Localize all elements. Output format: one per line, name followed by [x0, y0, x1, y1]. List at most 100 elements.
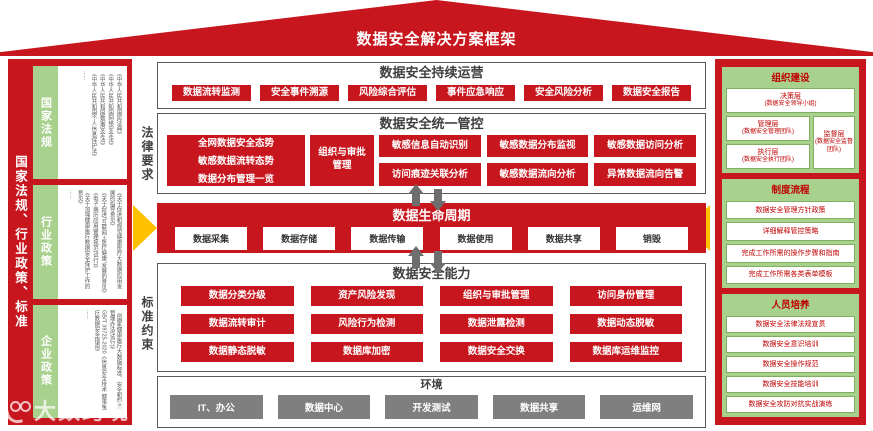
org-layer-sub: (数据安全监督团队): [815, 139, 853, 153]
overview-line: 敏感数据流转态势: [197, 156, 274, 168]
process-item: 完成工作所需各类表单模板: [726, 265, 855, 285]
law-group-label-wrap: 企业政策: [33, 304, 58, 418]
tile-risk-behavior-detection: 风险行为检测: [310, 313, 423, 334]
process-item: 数据安全管理方针政策: [726, 200, 855, 220]
law-group-label-wrap: 国家法规: [33, 66, 58, 180]
stage-data-destruction: 销毁: [615, 227, 688, 250]
law-item: ......: [85, 309, 91, 319]
org-layer-sub: (数据安全管理团队): [742, 129, 794, 136]
law-item: 《关于加强健康医疗数据安全保护工作的意见》: [76, 190, 90, 290]
tile-access-identity-management: 访问身份管理: [569, 285, 682, 306]
arrow-up-icon: [408, 246, 424, 268]
stage-data-collection: 数据采集: [175, 227, 247, 250]
tile-database-ops-monitoring: 数据库运维监控: [569, 341, 682, 362]
right-sidebar: 组织建设 决策层 (数据安全领导小组) 管理层 (数据安全管理团队) 监督层 (…: [715, 59, 866, 425]
capability-grid: 数据分类分级 资产风险发现 组织与审批管理 访问身份管理 数据流转审计 风险行为…: [158, 282, 705, 371]
section-title: 数据安全持续运营: [379, 65, 484, 80]
tile-asset-risk-discovery: 资产风险发现: [310, 285, 423, 306]
tile-dynamic-masking: 数据动态脱敏: [569, 313, 682, 334]
law-group-industry: 行业政策 《关于促进和规范健康医疗大数据应用发展的指导意见》 《关于促进“互联网…: [33, 185, 127, 299]
tile-database-encryption: 数据库加密: [310, 341, 423, 362]
section-security-capability: 数据安全能力 数据分类分级 资产风险发现 组织与审批管理 访问身份管理 数据流转…: [157, 263, 706, 372]
tile-access-trace-analysis: 访问痕迹关联分析: [379, 163, 481, 186]
section-title: 制度流程: [771, 184, 810, 196]
law-group-enterprise-label: 企业政策: [39, 335, 52, 388]
tile-sensitive-data-distribution: 敏感数据分布监视: [486, 134, 589, 158]
label-legal-requirements: 法律要求: [140, 126, 154, 182]
section-data-lifecycle: 数据生命周期 数据采集 数据存储 数据传输 数据使用 数据共享 销毁: [157, 203, 706, 253]
law-list-industry: 《关于促进和规范健康医疗大数据应用发展的指导意见》 《关于促进“互联网+医疗健康…: [58, 185, 127, 298]
left-sidebar: 国家法规、行业政策、标准 国家法规 《中华人民共和国民法典》 《中华人民共和国网…: [8, 59, 132, 425]
org-execution-layer: 执行层 (数据安全执行团队): [726, 143, 810, 169]
section-title: 人员培养: [771, 300, 810, 312]
tile-secure-data-exchange: 数据安全交换: [440, 341, 553, 362]
tile-abnormal-flow-alert: 异常数据流向告警: [594, 163, 696, 186]
section-title: 数据安全能力: [392, 266, 471, 281]
stage-data-sharing: 数据共享: [527, 227, 600, 250]
tile-static-masking: 数据静态脱敏: [181, 341, 294, 362]
law-item: 《中华人民共和国个人信息保护法》: [90, 71, 97, 159]
org-layer-name: 执行层: [757, 148, 779, 156]
training-item: 数据安全法律法规宣贯: [726, 316, 855, 334]
flow-arrow-right-icon: [133, 205, 157, 251]
tile-risk-assessment: 风险综合评估: [348, 84, 427, 101]
env-ops-network: 运维网: [600, 395, 693, 419]
training-item: 数据安全意识培训: [726, 336, 855, 354]
section-title: 环境: [420, 379, 443, 391]
operations-button-row: 数据流转监测 安全事件溯源 风险综合评估 事件应急响应 安全风险分析 数据安全报…: [158, 81, 705, 108]
training-item: 数据安全操作规范: [726, 356, 855, 374]
law-item: ......: [68, 190, 75, 200]
overview-line: 全网数据安全态势: [197, 138, 274, 150]
env-dev-test: 开发测试: [385, 395, 478, 419]
tile-incident-tracing: 安全事件溯源: [260, 84, 339, 101]
law-item: 《国家健康医疗大数据标准、安全和服务管理办法(试行)》: [108, 309, 122, 409]
arrow-down-icon: [430, 251, 446, 273]
tile-org-approval-management: 组织与审批管理: [310, 134, 374, 186]
law-group-national-label: 国家法规: [39, 96, 52, 149]
law-item: GB/T 39725-2020《信息安全技术 健康医疗数据安全指南》: [93, 309, 107, 410]
unified-control-grid: 敏感信息自动识别 敏感数据分布监视 敏感数据访问分析 访问痕迹关联分析 敏感数据…: [379, 134, 696, 186]
lifecycle-stage-row: 数据采集 数据存储 数据传输 数据使用 数据共享 销毁: [157, 224, 706, 250]
law-item: 《中华人民共和国数据安全法》: [98, 71, 105, 148]
org-management-layer: 管理层 (数据安全管理团队): [726, 115, 810, 141]
org-layer-sub: (数据安全领导小组): [764, 101, 817, 108]
tile-data-classification: 数据分类分级: [181, 285, 294, 306]
law-list-national: 《中华人民共和国民法典》 《中华人民共和国网络安全法》 《中华人民共和国数据安全…: [58, 66, 127, 179]
org-layer-sub: (数据安全执行团队): [742, 156, 794, 163]
unified-control-body: 全网数据安全态势 敏感数据流转态势 数据分布管理一览 组织与审批管理 敏感信息自…: [158, 132, 705, 193]
watermark-logo-icon: [3, 400, 31, 426]
section-continuous-operations: 数据安全持续运营 数据流转监测 安全事件溯源 风险综合评估 事件应急响应 安全风…: [157, 62, 706, 109]
section-environment: 环境 IT、办公 数据中心 开发测试 数据共享 运维网: [157, 376, 706, 428]
stage-data-usage: 数据使用: [439, 227, 512, 250]
stage-data-storage: 数据存储: [263, 227, 336, 250]
left-sidebar-title: 国家法规、行业政策、标准: [13, 155, 27, 329]
training-item: 数据安全技能培训: [726, 376, 855, 394]
tile-sensitive-access-analysis: 敏感数据访问分析: [594, 134, 696, 158]
org-layer-name: 管理层: [757, 120, 779, 128]
tile-data-flow-audit: 数据流转审计: [181, 313, 294, 334]
process-item: 完成工作所需的操作步骤和指南: [726, 244, 855, 263]
stage-data-transmission: 数据传输: [351, 227, 424, 250]
law-item: 《中华人民共和国民法典》: [115, 71, 122, 137]
law-item: 《关于促进和规范健康医疗大数据应用发展的指导意见》: [108, 190, 122, 290]
org-layer-name: 监督层: [823, 131, 845, 138]
section-title: 数据生命周期: [392, 208, 471, 223]
tile-risk-analysis: 安全风险分析: [524, 84, 603, 101]
tile-emergency-response: 事件应急响应: [436, 84, 515, 101]
law-group-enterprise: 企业政策 《国家健康医疗大数据标准、安全和服务管理办法(试行)》 GB/T 39…: [33, 304, 127, 418]
tile-data-leak-detection: 数据泄露检测: [440, 313, 553, 334]
arrow-up-icon: [408, 184, 424, 206]
tile-sensitive-flow-analysis: 敏感数据流向分析: [486, 163, 589, 186]
process-item: 详细解释管控策略: [726, 222, 855, 242]
law-list-enterprise: 《国家健康医疗大数据标准、安全和服务管理办法(试行)》 GB/T 39725-2…: [58, 305, 127, 418]
environment-row: IT、办公 数据中心 开发测试 数据共享 运维网: [158, 392, 705, 427]
org-building-grid: 决策层 (数据安全领导小组) 管理层 (数据安全管理团队) 监督层 (数据安全监…: [726, 88, 855, 169]
section-title: 组织建设: [771, 73, 810, 84]
org-layer-name: 决策层: [780, 93, 801, 101]
section-title: 数据安全统一管控: [379, 116, 484, 131]
env-data-center: 数据中心: [277, 395, 371, 419]
org-decision-layer: 决策层 (数据安全领导小组): [726, 88, 855, 113]
env-data-sharing: 数据共享: [492, 395, 586, 419]
law-group-national: 国家法规 《中华人民共和国民法典》 《中华人民共和国网络安全法》 《中华人民共和…: [33, 66, 127, 180]
